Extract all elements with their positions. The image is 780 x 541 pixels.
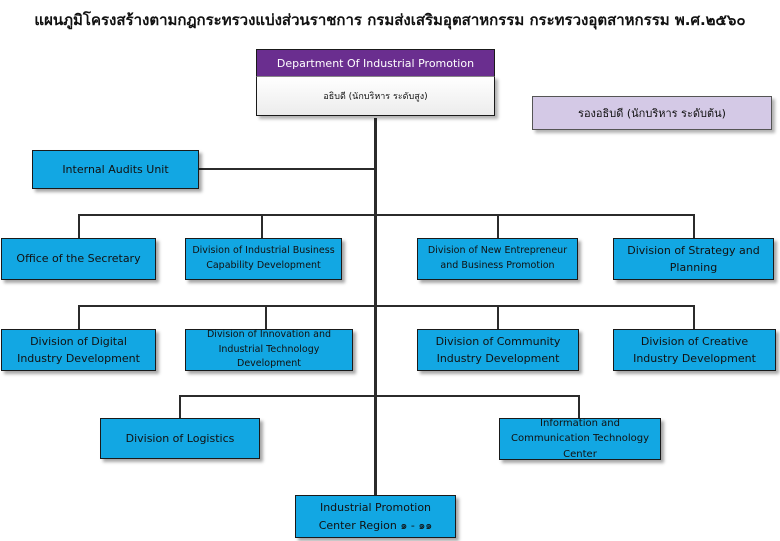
- row1-drop-4: [693, 214, 695, 239]
- strategy-and-planning-box: Division of Strategy and Planning: [613, 238, 774, 280]
- industrial-business-capability-box: Division of Industrial Business Capabili…: [185, 238, 342, 280]
- row1-bus: [78, 214, 695, 216]
- row3-drop-2: [578, 395, 580, 418]
- internal-audits-unit-box: Internal Audits Unit: [32, 150, 199, 189]
- ict-center-box: Information and Communication Technology…: [499, 418, 661, 460]
- row2-drop-2: [265, 305, 267, 329]
- row2-drop-3: [497, 305, 499, 329]
- new-entrepreneur-box: Division of New Entrepreneur and Busines…: [417, 238, 578, 280]
- row1-drop-2: [261, 214, 263, 239]
- row1-drop-1: [78, 214, 80, 239]
- office-of-the-secretary-box: Office of the Secretary: [1, 238, 156, 280]
- logistics-box: Division of Logistics: [100, 418, 260, 459]
- industrial-promotion-center-box: Industrial Promotion Center Region ๑ - ๑…: [295, 495, 456, 538]
- row2-drop-4: [693, 305, 695, 329]
- digital-industry-box: Division of Digital Industry Development: [1, 329, 156, 371]
- row2-bus: [78, 305, 695, 307]
- audit-connector: [199, 168, 376, 170]
- head-department-name: Department Of Industrial Promotion: [256, 49, 495, 76]
- deputy-director-box: รองอธิบดี (นักบริหาร ระดับต้น): [532, 96, 772, 130]
- row3-bus: [179, 395, 580, 397]
- head-position: อธิบดี (นักบริหาร ระดับสูง): [256, 76, 495, 116]
- row2-drop-1: [78, 305, 80, 329]
- row1-drop-3: [497, 214, 499, 239]
- community-industry-box: Division of Community Industry Developme…: [417, 329, 579, 371]
- trunk-line: [374, 118, 377, 496]
- innovation-technology-box: Division of Innovation and Industrial Te…: [185, 329, 353, 371]
- chart-title: แผนภูมิโครงสร้างตามกฎกระทรวงแบ่งส่วนราชก…: [34, 11, 746, 29]
- row3-drop-1: [179, 395, 181, 418]
- creative-industry-box: Division of Creative Industry Developmen…: [613, 329, 776, 371]
